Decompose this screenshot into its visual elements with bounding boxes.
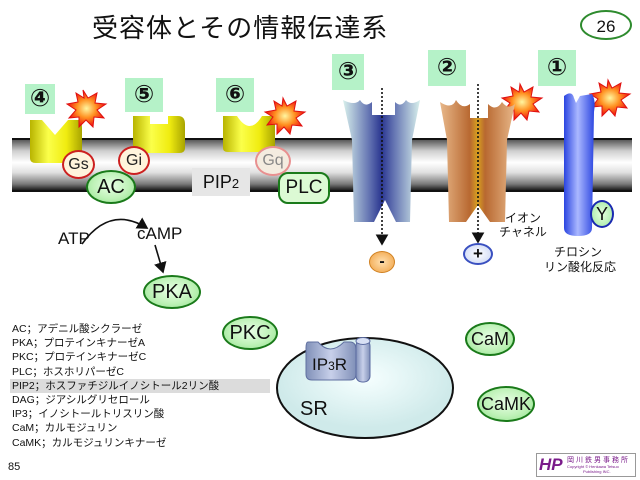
- logo-copyright: Copyright © Henkawa Tetsuo Publishing IN…: [567, 464, 619, 474]
- enzyme-plc: PLC: [278, 172, 330, 204]
- ion-channel-line2: チャネル: [499, 225, 547, 239]
- receptor-number-6: ⑥: [216, 78, 254, 112]
- atp-label: ATP: [58, 229, 90, 248]
- tyrosine-line2: リン酸化反応: [544, 260, 617, 274]
- legend-item: AC；アデニル酸シクラーゼ: [12, 323, 143, 335]
- activation-burst-2: [500, 82, 544, 122]
- atp-camp-arrow: [81, 217, 149, 245]
- legend-item: CaM；カルモジュリン: [12, 422, 118, 435]
- receptor-number-3: ③: [332, 54, 364, 90]
- enzyme-ac: AC: [86, 170, 136, 204]
- receptor-number-4: ④: [25, 84, 55, 114]
- receptor-number-1: ①: [538, 50, 576, 86]
- page-number: 85: [8, 461, 21, 473]
- ion-channel-annotation: イオン チャネル: [499, 211, 547, 239]
- legend-item: CaMK；カルモジュリンキナーゼ: [12, 436, 167, 449]
- calmodulin-kinase: CaMK: [477, 386, 535, 422]
- tyrosine-residue: Y: [590, 200, 614, 228]
- legend-item-highlighted: PIP2；ホスファチジルイノシトール2リン酸: [10, 378, 270, 393]
- legend-item: DAG；ジアシルグリセロール: [12, 393, 150, 406]
- receptor-6-shape: [223, 116, 275, 152]
- g-protein-gi: Gi: [118, 146, 150, 175]
- kinase-pka: PKA: [143, 275, 201, 309]
- receptor-number-2: ②: [428, 50, 466, 86]
- abbreviation-legend: AC；アデニル酸シクラーゼ PKA；プロテインキナーゼA PKC；プロテインキナ…: [10, 322, 270, 450]
- receptor-1-shape: [564, 93, 595, 236]
- ion-channel-line1: イオン: [505, 211, 542, 225]
- ip3r-channel: [355, 339, 371, 383]
- tyrosine-line1: チロシン: [554, 245, 603, 259]
- activation-burst-6: [263, 96, 307, 136]
- legend-item: IP3；イノシトールトリスリン酸: [12, 408, 165, 421]
- camp-pka-arrow: [154, 244, 167, 274]
- camp-label: cAMP: [137, 224, 183, 243]
- anion-minus: -: [369, 251, 395, 273]
- kinase-pkc: PKC: [222, 316, 278, 350]
- logo-mark: HP: [539, 455, 563, 474]
- receptor-number-5: ⑤: [125, 78, 163, 112]
- slide-title: 受容体とその情報伝達系: [92, 13, 389, 43]
- logo-name: 岡川鉄男事務所: [567, 457, 630, 464]
- calmodulin: CaM: [465, 322, 515, 356]
- cation-plus: +: [463, 243, 493, 265]
- receptor-5-shape: [133, 116, 185, 153]
- slide-number-badge: 26: [580, 10, 632, 40]
- tyrosine-annotation: チロシン リン酸化反応: [544, 245, 616, 275]
- g-protein-gs: Gs: [62, 150, 95, 179]
- legend-item: PKA；プロテインキナーゼA: [12, 337, 146, 350]
- activation-burst-4: [65, 89, 108, 129]
- legend-item: PKC；プロテインキナーゼC: [12, 351, 147, 364]
- pip2-label: PIP2: [192, 168, 250, 196]
- g-protein-gq: Gq: [255, 146, 291, 176]
- sr-label: SR: [300, 398, 328, 420]
- legend-item: PLC；ホスホリパーゼC: [12, 365, 125, 378]
- activation-burst-1: [588, 78, 632, 118]
- publisher-logo: HP 岡川鉄男事務所 Copyright © Henkawa Tetsuo Pu…: [536, 453, 636, 477]
- ip3r-shape: [305, 341, 357, 381]
- ip3r-label: IP3R: [312, 355, 348, 374]
